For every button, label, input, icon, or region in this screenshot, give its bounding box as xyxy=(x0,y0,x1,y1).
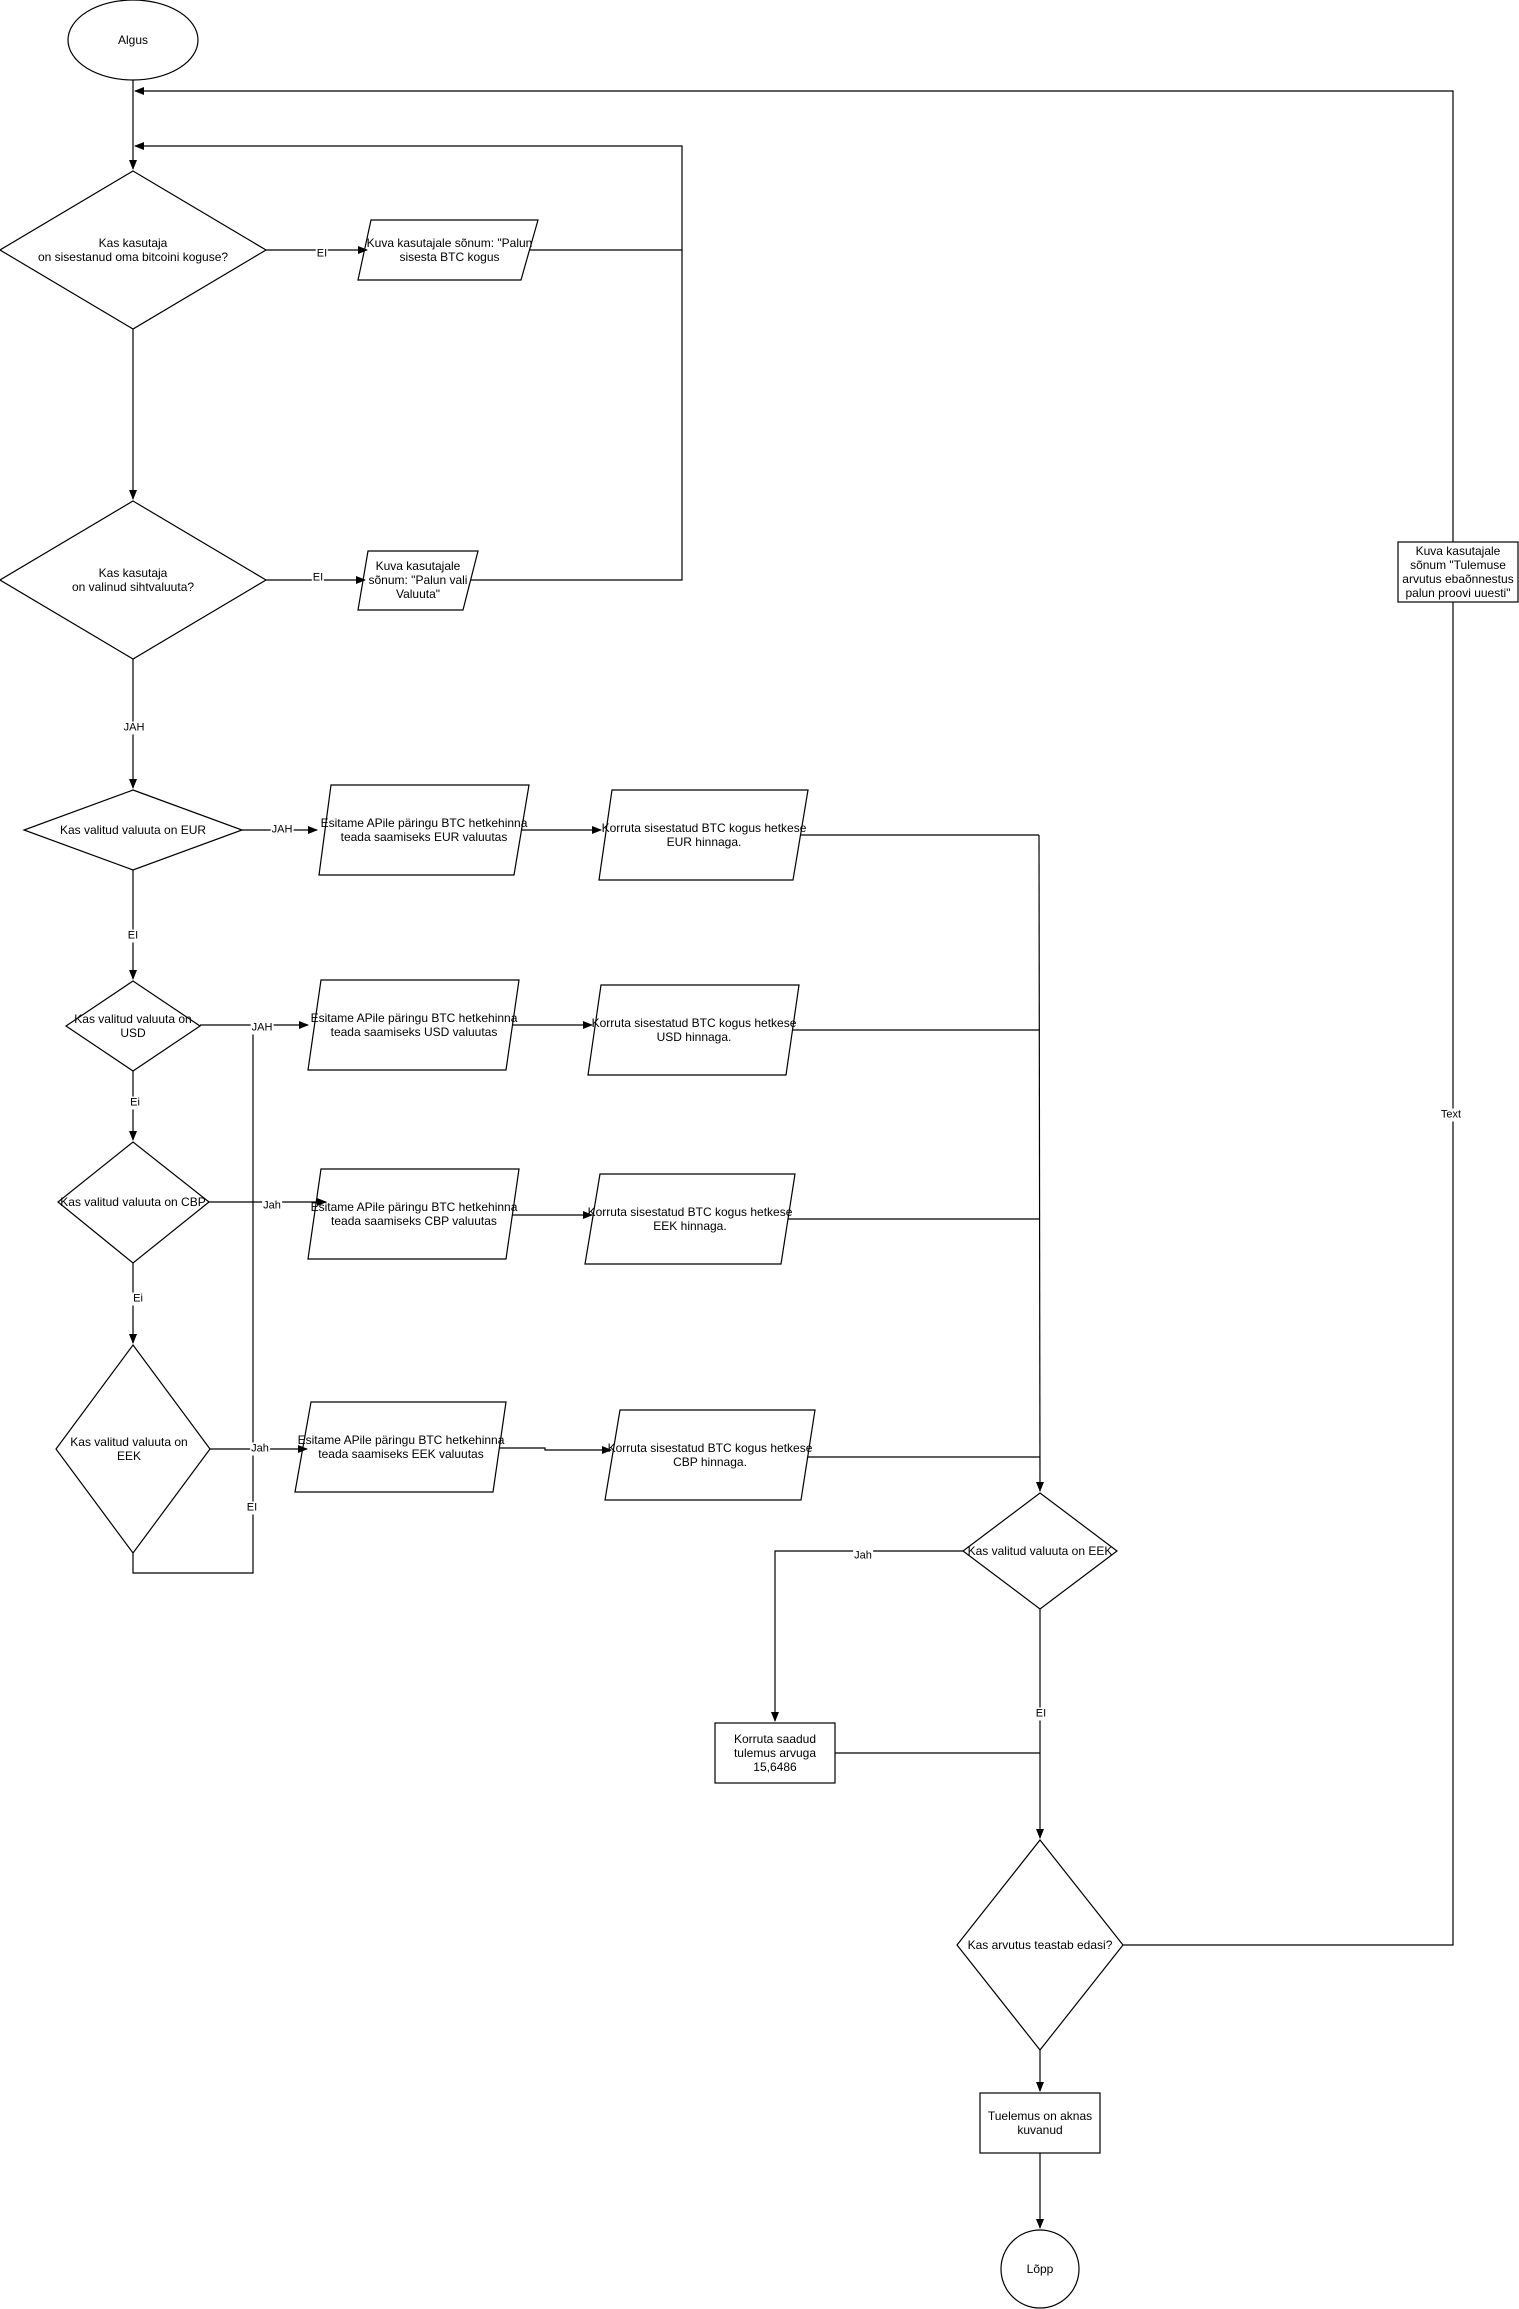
api-eur-shape xyxy=(318,784,530,876)
label-eek-yes: Jah xyxy=(250,1442,270,1456)
label-cbp-yes: Jah xyxy=(262,1199,282,1213)
msg-choose-currency-shape xyxy=(357,550,479,611)
label-btc-no: EI xyxy=(315,247,329,261)
q-btc-amount-shape xyxy=(0,170,268,330)
label-retry: Text xyxy=(1439,1108,1463,1122)
edge-msg-btc-loop xyxy=(134,142,683,251)
edge-api-eek xyxy=(499,1446,612,1454)
result-shown-shape xyxy=(979,2092,1101,2154)
q-cbp-shape xyxy=(57,1141,210,1264)
mult-cbp-shape xyxy=(584,1173,796,1265)
mult-result-shape xyxy=(714,1722,836,1784)
label-usd-yes: JAH xyxy=(250,1021,274,1035)
label-cbp-no: Ei xyxy=(132,1292,144,1306)
q-success-shape xyxy=(956,1839,1124,2051)
label-usd-no: Ei xyxy=(129,1096,141,1110)
edge-msg-failed-loop xyxy=(134,87,1454,542)
q-eek2-shape xyxy=(962,1492,1118,1610)
edge-success-retry xyxy=(1123,602,1454,1946)
edge-eek2-yes xyxy=(771,1550,963,1722)
label-currency-no: EI xyxy=(311,571,325,585)
label-eek2-no: EI xyxy=(1034,1707,1048,1721)
api-usd-shape xyxy=(307,979,520,1071)
edge-merge-trunk xyxy=(1035,834,1044,1492)
api-cbp-shape xyxy=(307,1168,520,1260)
mult-usd-shape xyxy=(587,984,800,1076)
end-shape xyxy=(1000,2229,1080,2309)
msg-enter-btc-shape xyxy=(357,219,539,281)
q-usd-shape xyxy=(64,980,202,1072)
edge-msg-currency-loop xyxy=(470,250,683,581)
label-eur-no: EI xyxy=(126,929,140,943)
label-eek-no: EI xyxy=(245,1501,259,1515)
msg-failed-shape xyxy=(1397,541,1519,603)
mult-eek-shape xyxy=(604,1409,816,1501)
api-eek-shape xyxy=(294,1401,507,1493)
edge-eek-no xyxy=(132,1025,254,1574)
label-eek2-yes: Jah xyxy=(853,1549,873,1563)
label-eur-yes: JAH xyxy=(270,823,294,837)
q-target-currency-shape xyxy=(0,500,268,660)
q-eur-shape xyxy=(22,789,244,871)
mult-eur-shape xyxy=(598,789,809,881)
label-currency-yes: JAH xyxy=(122,721,146,735)
start-shape xyxy=(67,0,199,81)
q-eek-shape xyxy=(55,1343,211,1555)
